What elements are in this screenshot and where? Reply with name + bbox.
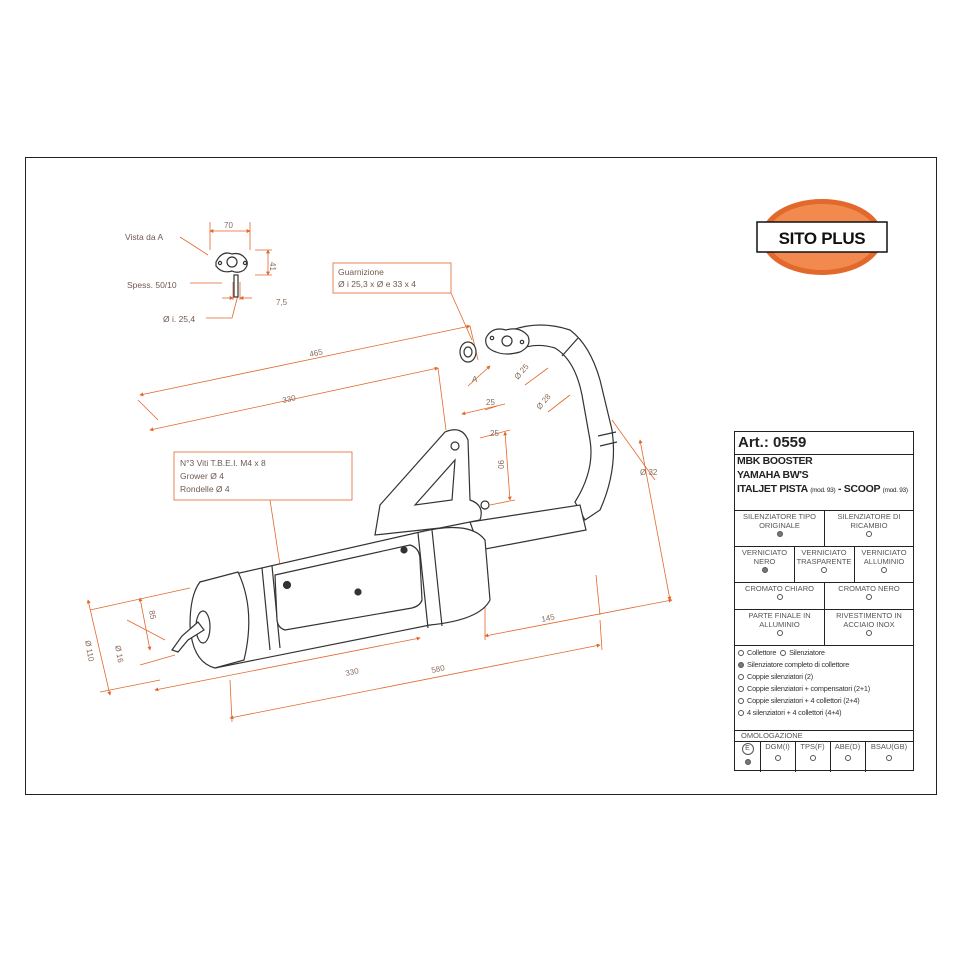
dim-phi16: Ø 16 xyxy=(113,645,125,664)
dim-a: A xyxy=(472,375,478,384)
dim-90: 90 xyxy=(496,460,505,469)
option-coppie-4-collettori: Coppie silenziatori + 4 collettori (2+4) xyxy=(738,695,860,706)
radio-dot xyxy=(776,594,783,600)
option-verniciato-trasparente: VERNICIATO TRASPARENTE xyxy=(794,548,854,575)
option-4-silenziatori: 4 silenziatori + 4 collettori (4+4) xyxy=(738,707,842,718)
option-collettore-silenziatore: Collettore Silenziatore xyxy=(738,647,825,658)
om-abe: ABE(D) xyxy=(830,742,865,770)
radio-dot xyxy=(866,594,872,600)
option-cromato-chiaro: CROMATO CHIARO xyxy=(735,584,824,602)
dim-330-bottom: 330 xyxy=(345,666,360,678)
article-row: Art.: 0559 xyxy=(735,432,913,455)
article-label: Art.: xyxy=(738,434,769,451)
dimension-lines xyxy=(86,324,673,723)
dim-25-side: 25 xyxy=(490,429,499,438)
radio-dot-selected xyxy=(761,567,768,573)
dim-phi32: Ø 32 xyxy=(640,468,658,477)
option-verniciato-alluminio: VERNICIATO ALLUMINIO xyxy=(854,548,914,575)
radio-dot xyxy=(776,630,783,636)
dim-85: 85 xyxy=(147,610,158,621)
model-2: YAMAHA BW'S xyxy=(737,469,809,481)
om-tps: TPS(F) xyxy=(795,742,830,770)
option-verniciato-nero: VERNICIATO NERO xyxy=(735,548,794,575)
option-silenziatore-originale: SILENZIATORE TIPO ORIGINALE xyxy=(735,512,824,539)
option-completo: Silenziatore completo di collettore xyxy=(738,659,849,670)
inner-diameter-label: Ø i. 25,4 xyxy=(163,314,195,324)
option-rivestimento-inox: RIVESTIMENTO IN ACCIAIO INOX xyxy=(824,611,914,638)
dim-phi28: Ø 28 xyxy=(535,392,553,411)
thickness-label: Spess. 50/10 xyxy=(127,280,177,290)
models-list: MBK BOOSTER YAMAHA BW'S ITALJET PISTA (m… xyxy=(735,454,913,510)
option-cromato-nero: CROMATO NERO xyxy=(824,584,914,602)
dim-330-top: 330 xyxy=(282,393,297,405)
screws-line-3: Rondelle Ø 4 xyxy=(180,484,230,494)
radio-dot xyxy=(866,630,872,636)
exhaust-assembly xyxy=(171,324,618,669)
gasket-title: Guarnizione xyxy=(338,267,384,277)
screws-line-2: Grower Ø 4 xyxy=(180,471,224,481)
screws-line-1: N°3 Viti T.B.E.I. M4 x 8 xyxy=(180,458,266,468)
gasket-callout: Guarnizione Ø i 25,3 x Ø e 33 x 4 xyxy=(332,262,473,341)
option-coppie: Coppie silenziatori (2) xyxy=(738,671,813,682)
spec-table: Art.: 0559 MBK BOOSTER YAMAHA BW'S ITALJ… xyxy=(734,431,914,772)
dim-465: 465 xyxy=(309,347,324,359)
gasket-spec: Ø i 25,3 x Ø e 33 x 4 xyxy=(338,279,416,289)
view-a-title: Vista da A xyxy=(125,232,163,242)
radio-dot-selected xyxy=(776,531,783,537)
om-e: E xyxy=(735,742,760,770)
sito-plus-logo: SITO PLUS xyxy=(756,199,888,275)
dim-145: 145 xyxy=(541,612,556,624)
model-1: MBK BOOSTER xyxy=(737,455,813,467)
radio-dot xyxy=(821,567,827,573)
om-bsau: BSAU(GB) xyxy=(865,742,913,770)
drawing-frame xyxy=(25,157,937,795)
dim-phi25: Ø 25 xyxy=(513,362,531,381)
article-number: 0559 xyxy=(773,434,807,451)
omologazione-title: OMOLOGAZIONE xyxy=(741,731,803,740)
logo-text: SITO PLUS xyxy=(779,229,866,248)
dim-70: 70 xyxy=(224,221,233,230)
dim-7-5: 7,5 xyxy=(276,298,288,307)
option-silenziatore-ricambio: SILENZIATORE DI RICAMBIO xyxy=(824,512,914,539)
option-parte-finale: PARTE FINALE IN ALLUMINIO xyxy=(735,611,824,638)
dim-41: 41 xyxy=(268,262,277,271)
option-coppie-compensatori: Coppie silenziatori + compensatori (2+1) xyxy=(738,683,870,694)
dim-phi110: Ø 110 xyxy=(83,640,96,663)
radio-dot xyxy=(866,531,872,537)
radio-dot xyxy=(881,567,887,573)
dim-25-top: 25 xyxy=(486,398,495,407)
model-3: ITALJET PISTA (mod. 93) - SCOOP (mod. 93… xyxy=(737,483,908,495)
flange-shape xyxy=(215,252,248,298)
om-dgm: DGM(I) xyxy=(760,742,795,770)
dim-580: 580 xyxy=(431,663,446,675)
view-a-detail xyxy=(179,222,272,319)
